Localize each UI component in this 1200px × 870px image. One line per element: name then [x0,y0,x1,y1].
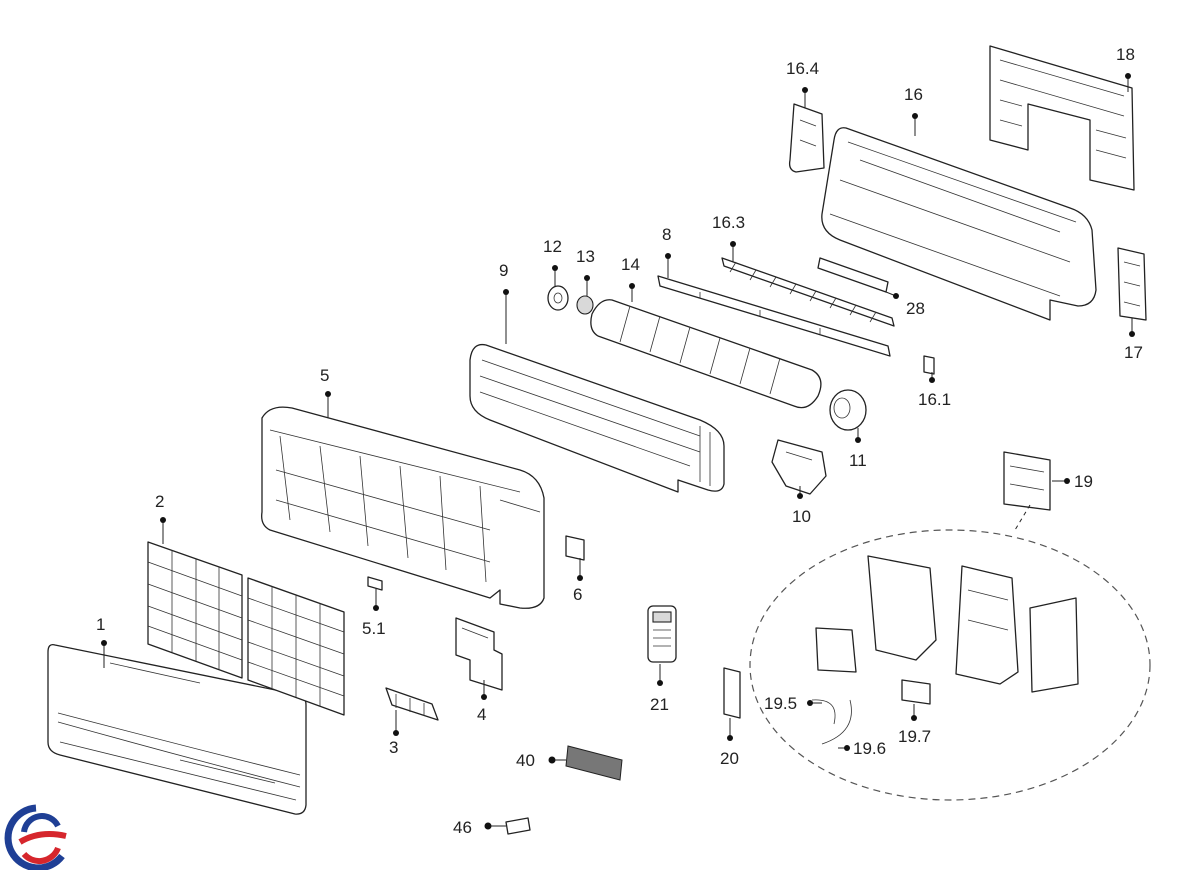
callout-5: 5 [320,366,329,385]
part-louver-8 [657,275,891,357]
callout-10: 10 [792,507,811,526]
callout-5-1: 5.1 [362,619,386,638]
callout-19-6: 19.6 [853,739,886,758]
callout-19-5: 19.5 [764,694,797,713]
part-crossflow-fan [590,299,822,409]
callout-3: 3 [389,738,398,757]
callout-28: 28 [906,299,925,318]
callout-12: 12 [543,237,562,256]
part-evaporator [469,343,725,493]
callout-2: 2 [155,492,164,511]
part-clip-5-1 [367,576,383,591]
part-bracket-3 [385,687,439,721]
part-chassis [261,406,545,609]
part-display-board [723,667,741,719]
part-side-cover-16-4 [788,103,825,173]
part-air-filters [147,541,345,716]
callout-19: 19 [1074,472,1093,491]
part-bearing-12 [547,285,569,311]
callout-14: 14 [621,255,640,274]
callout-17: 17 [1124,343,1143,362]
callout-40: 40 [516,751,535,770]
part-fan-motor [829,389,867,431]
part-front-panel [47,644,307,815]
part-screw-set-46 [505,817,531,835]
part-swing-blades-16-3 [721,257,895,327]
callout-11: 11 [849,451,867,470]
callout-labels: 1 2 3 4 5 5.1 6 8 9 10 11 12 13 14 16 16… [96,45,1143,837]
callout-16-3: 16.3 [712,213,745,232]
callout-6: 6 [573,585,582,604]
part-remote-control [647,605,677,663]
part-cover-plate-4 [455,617,503,691]
brand-logo [4,804,67,870]
callout-18: 18 [1116,45,1135,64]
callout-46: 46 [453,818,472,837]
part-mounting-plate [989,45,1135,191]
callout-9: 9 [499,261,508,280]
callout-21: 21 [650,695,669,714]
part-control-box [1003,451,1051,511]
control-box-detail-group [749,504,1151,801]
callout-4: 4 [477,705,486,724]
callout-19-7: 19.7 [898,727,931,746]
callout-16: 16 [904,85,923,104]
part-small-16-1 [923,355,935,375]
part-motor-clamp [771,439,827,495]
callout-16-1: 16.1 [918,390,951,409]
part-filter-strip-40 [565,745,623,781]
part-bearing-seat-13 [576,295,594,315]
callout-16-4: 16.4 [786,59,819,78]
callout-1: 1 [96,615,105,634]
leader-lines [101,73,1135,830]
part-side-bracket-17 [1117,247,1147,321]
part-drain-pipe-28 [817,257,889,293]
callout-8: 8 [662,225,671,244]
part-rear-housing [821,127,1097,321]
part-small-cover-6 [565,535,585,561]
callout-20: 20 [720,749,739,768]
callout-13: 13 [576,247,595,266]
